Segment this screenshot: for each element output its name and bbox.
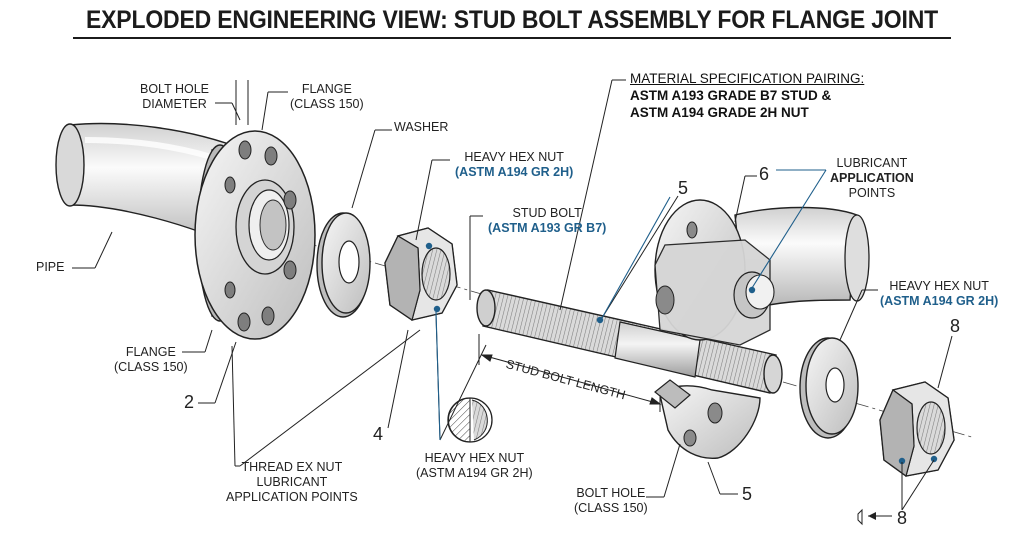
nut-top-line1: HEAVY HEX NUT — [464, 150, 564, 164]
nut-top-line2: (ASTM A194 GR 2H) — [455, 165, 574, 179]
washer-label: WASHER — [394, 120, 449, 134]
leader-lines — [72, 79, 953, 517]
flange-top-line1: FLANGE — [301, 82, 352, 96]
callout-6: 6 — [759, 164, 770, 184]
thread-line1: THREAD EX NUT — [241, 460, 343, 474]
bolt-hole-line1: BOLT HOLE — [576, 486, 646, 500]
left-washer — [316, 212, 371, 318]
nut-right-label: HEAVY HEX NUT (ASTM A194 GR 2H) — [880, 279, 998, 309]
flange-left-line2: (CLASS 150) — [114, 360, 188, 374]
thread-line3: APPLICATION POINTS — [226, 490, 358, 504]
thread-line2: LUBRICANT — [256, 475, 328, 489]
nut-symbol-icon — [857, 508, 876, 526]
callout-8-top: 8 — [950, 316, 961, 336]
right-heavy-hex-nut — [879, 381, 955, 477]
spec-heading: MATERIAL SPECIFICATION PAIRING: — [630, 71, 865, 86]
nut-top-label: HEAVY HEX NUT (ASTM A194 GR 2H) — [455, 150, 573, 180]
left-flange — [194, 130, 316, 340]
nut-right-line1: HEAVY HEX NUT — [889, 279, 989, 293]
nut-bottom-line1: HEAVY HEX NUT — [424, 451, 525, 465]
lubricant-line3: POINTS — [848, 186, 896, 200]
pipe-label: PIPE — [36, 260, 65, 274]
nut-bottom-line2: (ASTM A194 GR 2H) — [416, 466, 533, 480]
stud-length-dimension — [478, 334, 662, 412]
flange-left-line1: FLANGE — [125, 345, 176, 359]
stud-bolt-line2: (ASTM A193 GR B7) — [488, 221, 607, 235]
right-flange-lower — [654, 379, 761, 459]
flange-top-line2: (CLASS 150) — [290, 97, 364, 111]
lubricant-label: LUBRICANT APPLICATION POINTS — [830, 156, 914, 201]
thread-ex-nut-label: THREAD EX NUT LUBRICANT APPLICATION POIN… — [226, 460, 358, 505]
title-underline — [73, 37, 951, 39]
flange-top-label: FLANGE (CLASS 150) — [290, 82, 364, 112]
callout-5-bottom: 5 — [742, 484, 753, 504]
nut-bottom-label: HEAVY HEX NUT (ASTM A194 GR 2H) — [416, 451, 533, 481]
spec-line3: ASTM A194 GRADE 2H NUT — [630, 105, 809, 120]
callout-4: 4 — [373, 424, 384, 444]
callout-5-top: 5 — [678, 178, 689, 198]
lubricant-line1: LUBRICANT — [836, 156, 908, 170]
bolt-hole-line2: (CLASS 150) — [574, 501, 648, 515]
flange-left-label: FLANGE (CLASS 150) — [114, 345, 188, 375]
left-heavy-hex-nut — [384, 227, 458, 321]
bolt-hole-diameter-line1: BOLT HOLE — [140, 82, 210, 96]
bolt-hole-label: BOLT HOLE (CLASS 150) — [574, 486, 648, 516]
spec-line2: ASTM A193 GRADE B7 STUD & — [630, 88, 832, 103]
stud-bolt — [476, 289, 783, 394]
lubricant-leaders — [435, 169, 827, 441]
lubricant-line2: APPLICATION — [830, 171, 914, 185]
page-title: EXPLODED ENGINEERING VIEW: STUD BOLT ASS… — [85, 6, 939, 34]
thread-detail-view — [447, 397, 493, 443]
bolt-hole-diameter-line2: DIAMETER — [142, 97, 207, 111]
stud-bolt-label: STUD BOLT (ASTM A193 GR B7) — [488, 206, 606, 236]
callout-8-bottom: 8 — [897, 508, 908, 528]
material-spec-block: MATERIAL SPECIFICATION PAIRING: ASTM A19… — [630, 70, 864, 121]
right-washer — [799, 337, 859, 439]
stud-bolt-line1: STUD BOLT — [512, 206, 582, 220]
nut-right-line2: (ASTM A194 GR 2H) — [880, 294, 999, 308]
right-flange — [654, 199, 775, 346]
bolt-hole-diameter-label: BOLT HOLE DIAMETER — [140, 82, 209, 112]
callout-2: 2 — [184, 392, 195, 412]
